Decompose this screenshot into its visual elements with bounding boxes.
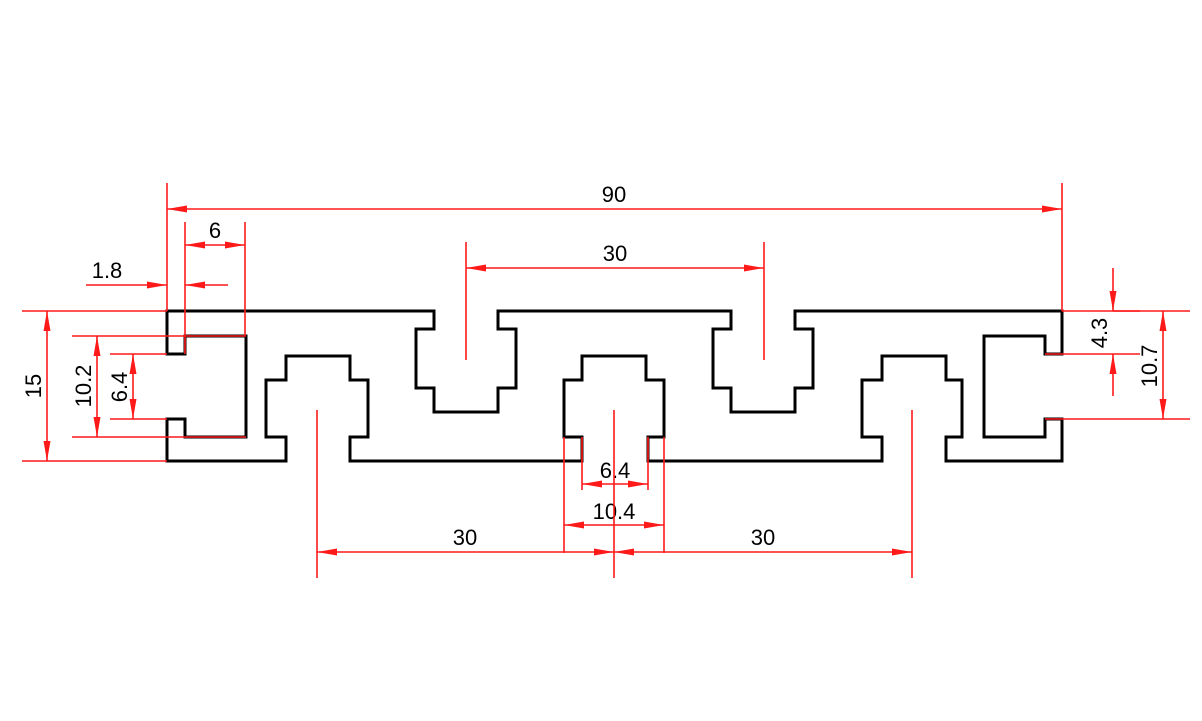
dimension-top-slot-pitch: 30 — [465, 241, 765, 360]
dimension-overall-width: 90 — [166, 182, 1063, 311]
dimension-right-wall-thickness: 4.3 — [1045, 268, 1140, 396]
dimension-end-inner-height: 10.2 — [71, 335, 246, 438]
right-wall-thickness-label: 4.3 — [1087, 318, 1112, 349]
end-inner-height-label: 10.2 — [71, 365, 96, 408]
end-slot-depth-label: 6 — [209, 218, 221, 243]
dimension-end-wall-thickness: 1.8 — [86, 258, 228, 289]
bottom-pitch-right-label: 30 — [751, 525, 775, 550]
slot-opening-label: 6.4 — [600, 458, 631, 483]
dimension-height: 15 — [21, 310, 167, 462]
dimension-end-slot-depth: 6 — [184, 218, 246, 354]
overall-width-label: 90 — [602, 182, 626, 207]
right-inner-height-label: 10.7 — [1137, 345, 1162, 388]
top-slot-pitch-label: 30 — [603, 241, 627, 266]
dimension-bottom-pitch: 30 30 — [316, 410, 913, 578]
end-slot-opening-label: 6.4 — [107, 372, 132, 403]
dimension-end-slot-opening: 6.4 — [107, 353, 167, 420]
end-wall-thickness-label: 1.8 — [92, 258, 123, 283]
dimension-slot-opening: 6.4 — [581, 437, 649, 490]
dimension-right-inner-height: 10.7 — [1045, 310, 1190, 420]
height-label: 15 — [21, 374, 46, 398]
extrusion-profile-outline — [165, 309, 1064, 463]
bottom-pitch-left-label: 30 — [453, 525, 477, 550]
